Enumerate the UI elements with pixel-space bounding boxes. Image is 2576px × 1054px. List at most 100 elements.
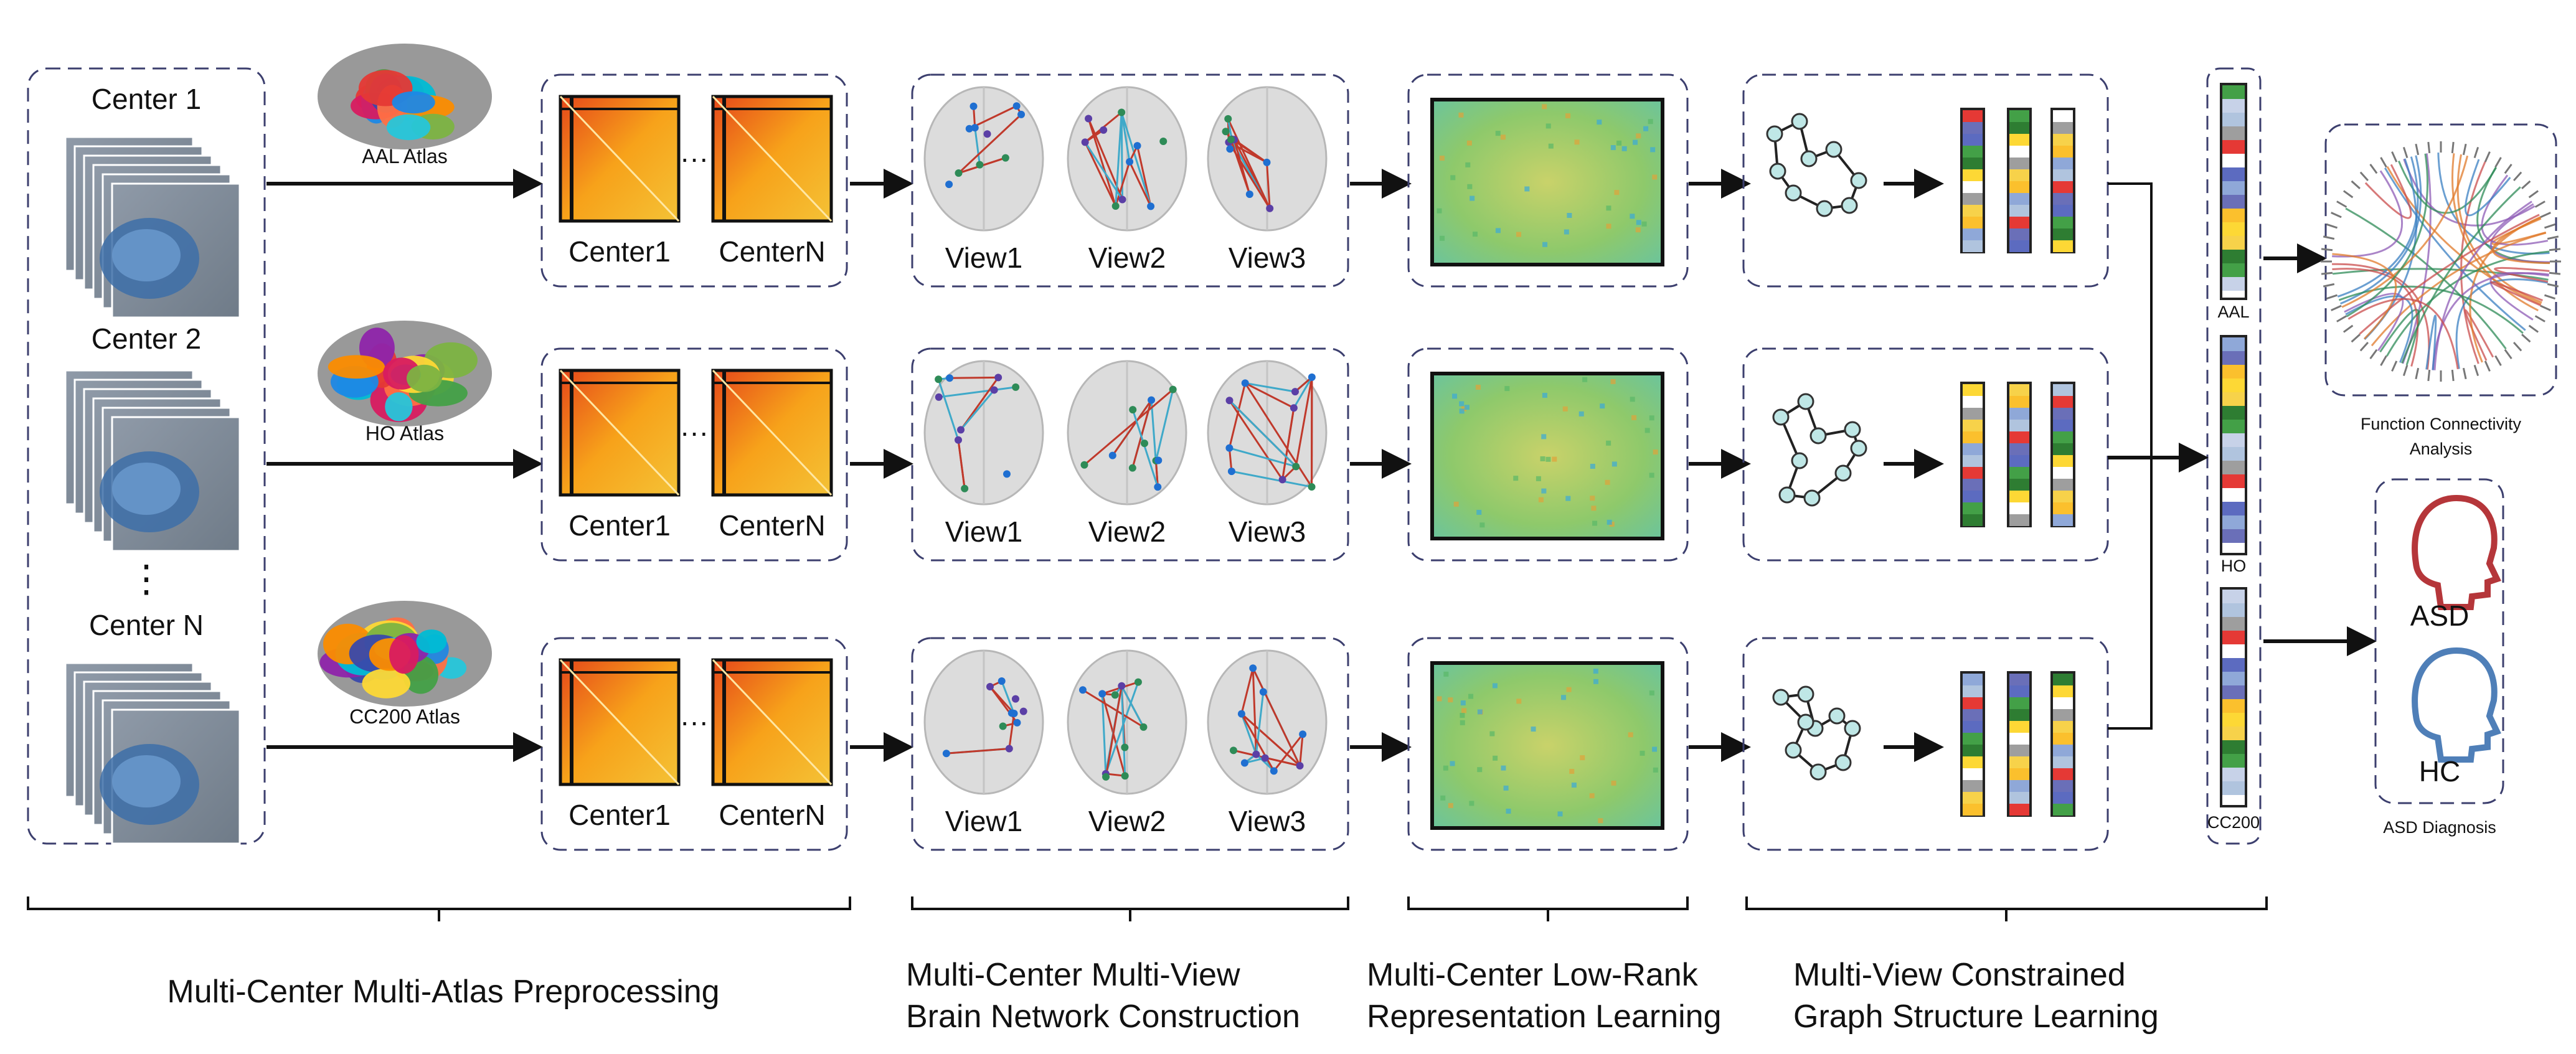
network-node <box>1001 154 1009 162</box>
embedding-cell <box>1963 146 1983 158</box>
embedding-cell <box>2053 733 2073 745</box>
lowrank-speck <box>1650 147 1656 153</box>
embedding-cell <box>2009 780 2029 792</box>
lowrank-speck <box>1464 405 1470 410</box>
chord-tick <box>2484 151 2491 162</box>
fused-embedding-cell <box>2222 768 2245 781</box>
embedding-cell <box>1963 514 1983 526</box>
graph-node <box>1797 393 1814 410</box>
embedding-cell <box>2009 514 2029 526</box>
chord-tick <box>2427 141 2431 154</box>
lowrank-panel-1 <box>1407 73 1689 288</box>
chord-link <box>2460 161 2486 364</box>
lowrank-speck <box>1540 456 1545 461</box>
embedding-cell <box>2009 697 2029 709</box>
lowrank-speck <box>1591 506 1597 511</box>
embedding-cell <box>2009 443 2029 455</box>
chord-link <box>2402 153 2432 364</box>
network-node <box>1270 767 1278 775</box>
lowrank-speck <box>1589 793 1595 799</box>
matrix-ellipsis: ··· <box>680 416 709 448</box>
network-node <box>1229 746 1237 755</box>
embedding-cell <box>1963 697 1983 709</box>
embedding-cell <box>1963 134 1983 146</box>
chord-tick <box>2351 180 2361 190</box>
embedding-cell <box>1963 721 1983 733</box>
network-edge <box>937 379 960 441</box>
chord-link <box>2332 253 2397 340</box>
stage-title-network-line2: Brain Network Construction <box>906 999 1300 1035</box>
lowrank-speck <box>1437 696 1442 702</box>
lowrank-speck <box>1448 802 1453 808</box>
network-node <box>1126 158 1134 166</box>
lowrank-speck <box>1597 120 1602 125</box>
brace-lowrank <box>1407 896 1689 921</box>
lowrank-speck <box>1437 208 1442 214</box>
network-edge <box>1001 680 1015 714</box>
chord-link <box>2492 217 2550 265</box>
lowrank-speck <box>1644 428 1650 433</box>
embedding-cell <box>2053 205 2073 217</box>
embedding-cell <box>2009 502 2029 514</box>
diagnosis-caption: ASD Diagnosis <box>2383 818 2496 837</box>
lowrank-speck <box>1652 174 1658 180</box>
view-label: View2 <box>1088 242 1166 274</box>
network-edge <box>938 386 1016 398</box>
network-node <box>1012 102 1021 110</box>
network-node <box>1308 373 1316 381</box>
fused-embedding-cell <box>2222 167 2245 181</box>
lowrank-speck <box>1606 205 1611 211</box>
lowrank-speck <box>1567 213 1572 219</box>
network-node <box>1147 202 1155 210</box>
embedding-cell <box>2009 431 2029 443</box>
network-edge <box>957 440 966 489</box>
fused-embedding-cell <box>2222 337 2245 351</box>
network-node <box>946 374 954 382</box>
network-edge <box>960 389 995 431</box>
chord-link <box>2433 200 2532 370</box>
embedding-cell <box>2009 205 2029 217</box>
fused-embedding-cell <box>2222 209 2245 222</box>
network-node <box>990 386 998 394</box>
network-edge <box>1154 460 1159 487</box>
fused-embedding-cell <box>2222 433 2245 447</box>
embedding-cell <box>1963 240 1983 252</box>
asd-label: ASD <box>2410 600 2470 632</box>
network-node <box>971 124 979 132</box>
lowrank-speck <box>1489 731 1495 736</box>
chord-tick <box>2402 364 2409 377</box>
embedding-cell <box>1963 674 1983 685</box>
lowrank-speck <box>1465 162 1471 167</box>
centers-panel: Center 1 Center 2 ⋮ Center N <box>27 67 266 845</box>
network-node <box>1222 128 1230 136</box>
matrix-frame <box>540 637 848 851</box>
graph-node <box>1800 150 1818 167</box>
embedding-cell <box>1963 685 1983 697</box>
graph-node <box>1772 689 1790 706</box>
embedding-cell <box>2053 514 2073 526</box>
chord-tick <box>2369 349 2378 360</box>
view-label: View1 <box>945 515 1022 548</box>
network-node <box>1266 204 1274 212</box>
lowrank-speck <box>1542 393 1547 398</box>
graph-node <box>1766 125 1783 143</box>
network-node <box>957 426 965 434</box>
chord-tick <box>2528 324 2539 333</box>
embedding-cell <box>2009 792 2029 804</box>
embedding-cell <box>1963 396 1983 408</box>
embedding-cell <box>2053 685 2073 697</box>
network-node <box>1133 142 1141 150</box>
embedding-cell <box>2009 733 2029 745</box>
lowrank-speck <box>1468 694 1474 699</box>
mri-brain-inner <box>112 755 181 807</box>
network-edge <box>1281 407 1295 480</box>
matrix-label: Center1 <box>569 235 671 268</box>
chord-tick <box>2323 283 2335 288</box>
network-node <box>1010 709 1018 717</box>
fused-embedding-cell <box>2222 529 2245 543</box>
network-node <box>1245 191 1253 199</box>
embedding-cell <box>2053 228 2073 240</box>
fused-embedding-cell <box>2222 365 2245 379</box>
